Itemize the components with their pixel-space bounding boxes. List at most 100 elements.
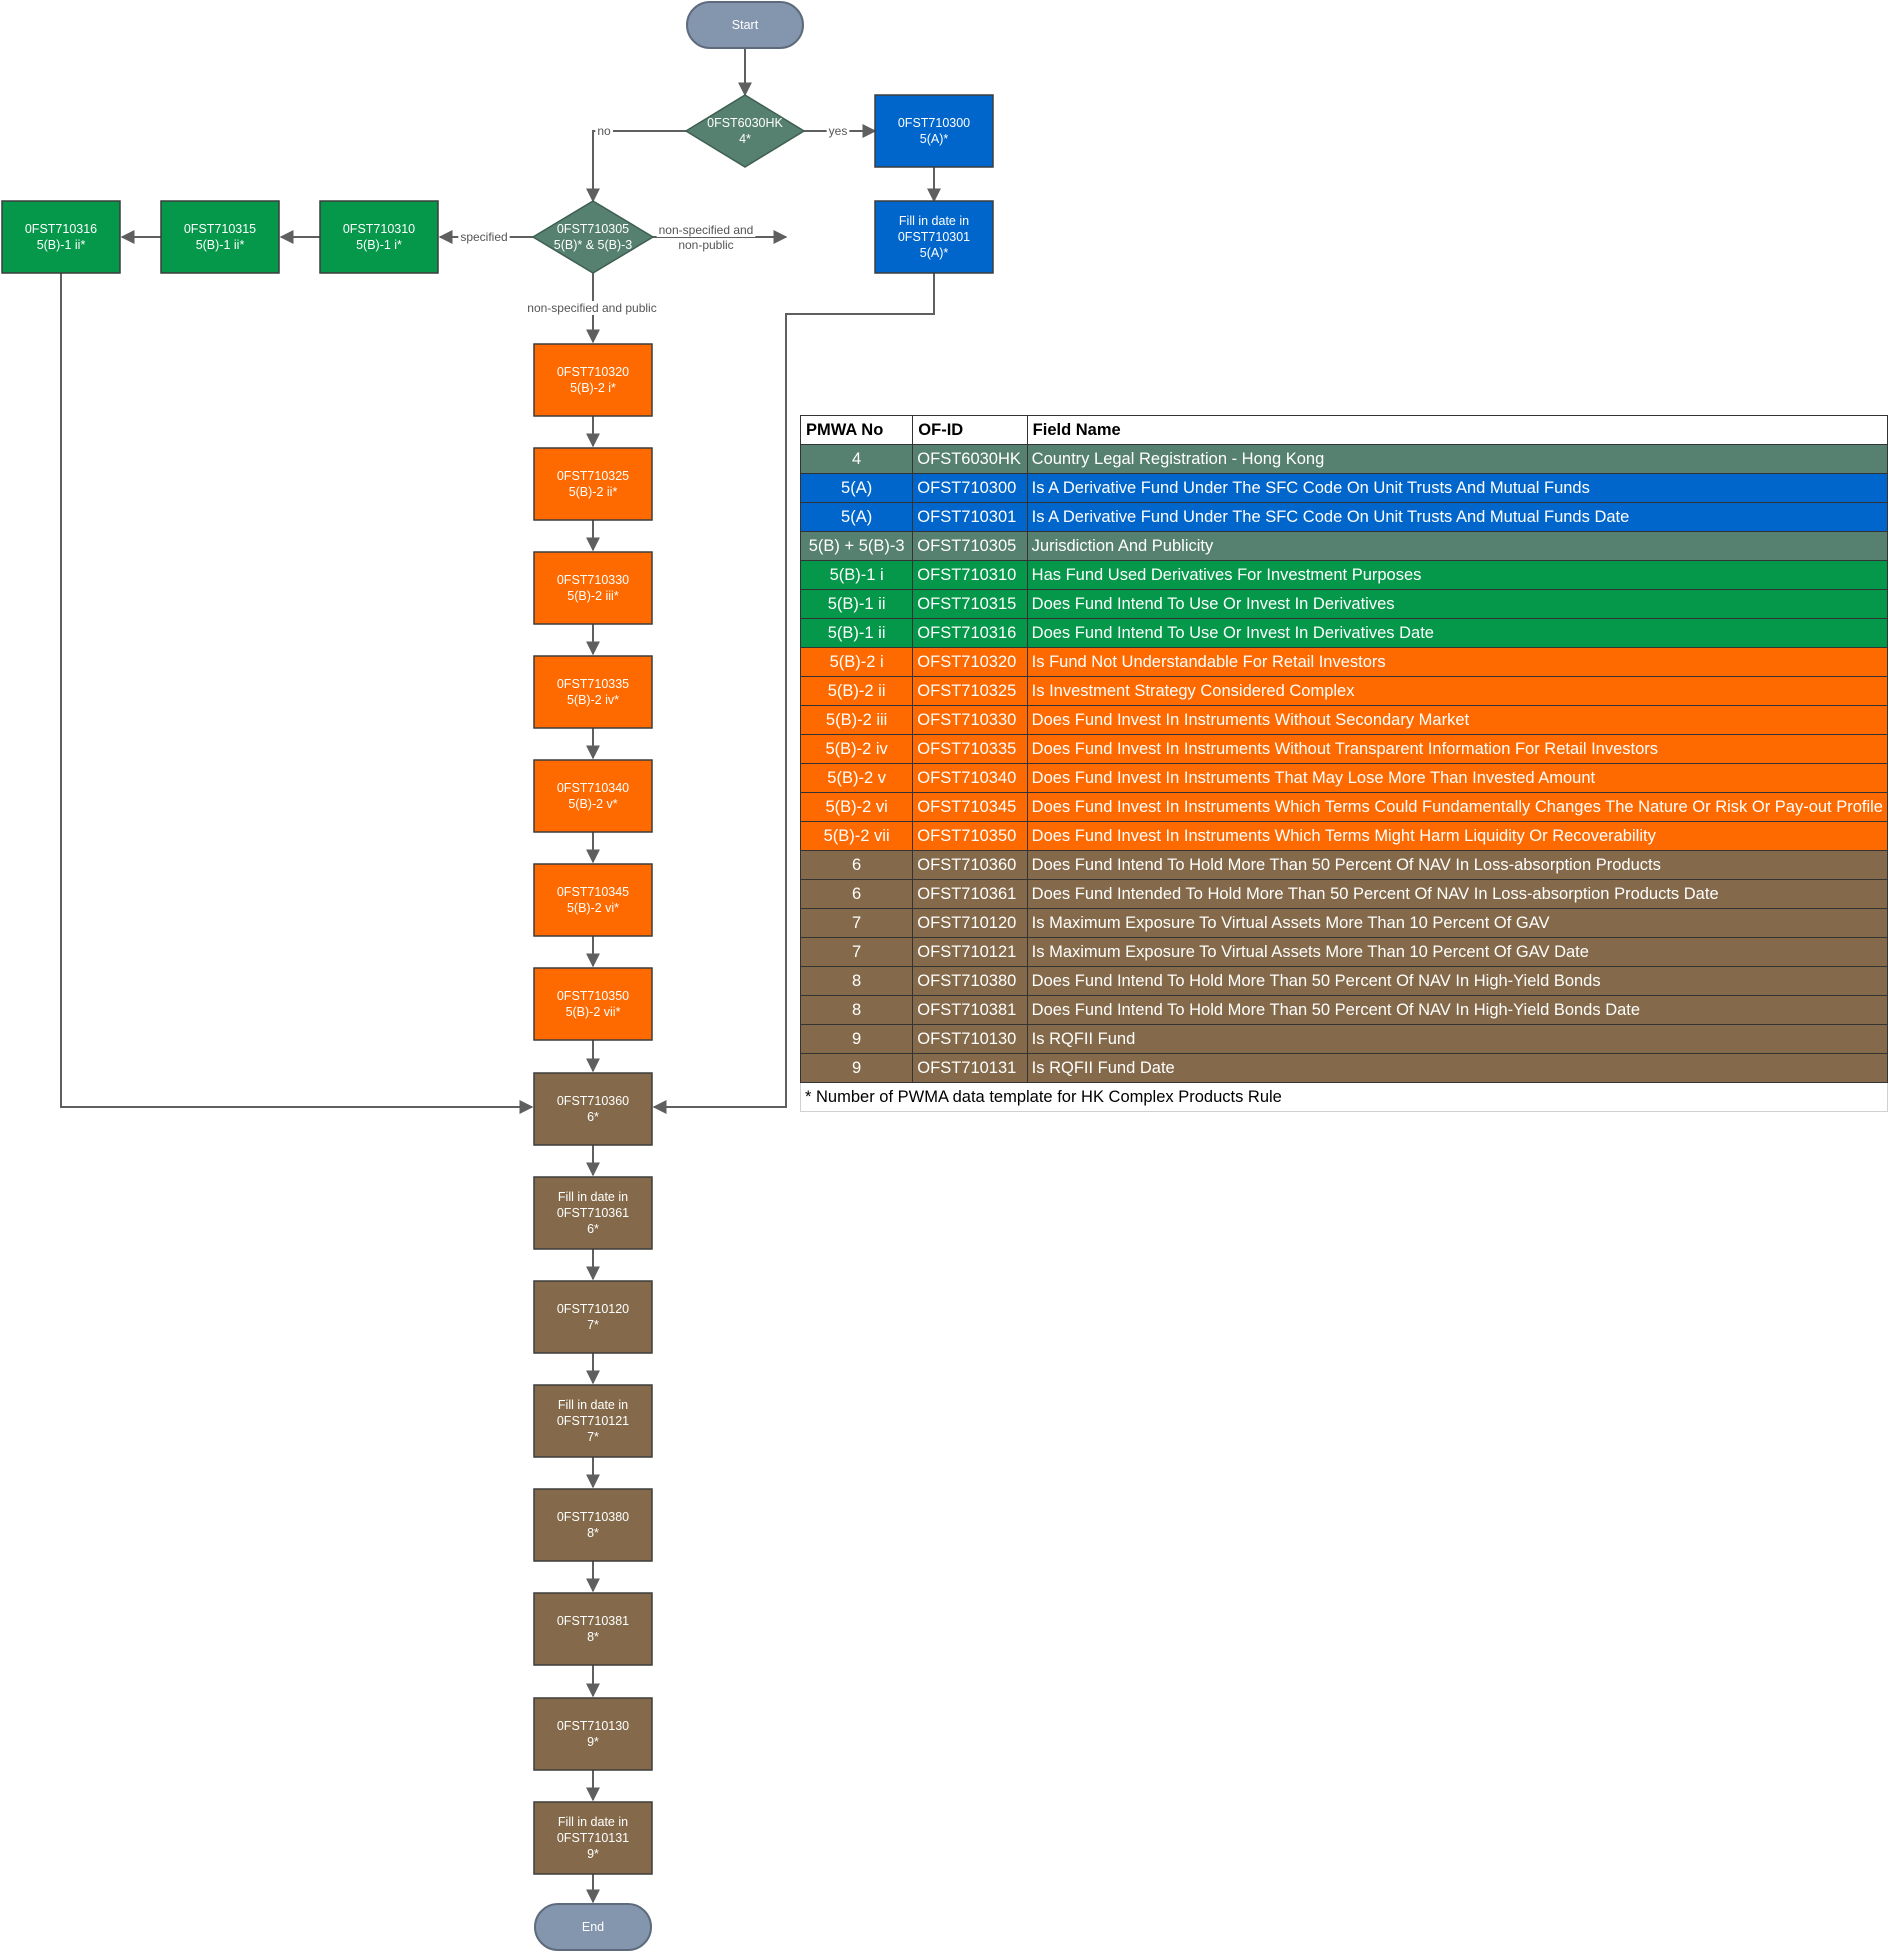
node-o330-label: 5(B)-2 iii* (567, 589, 619, 603)
node-o325-label: 0FST710325 (557, 469, 629, 483)
end-terminal: End (534, 1903, 652, 1951)
legend-of-id: OFST710345 (912, 792, 1028, 822)
node-n121-label: Fill in date in (558, 1398, 628, 1412)
legend-field-name: Is RQFII Fund (1026, 1024, 1889, 1054)
node-o345-shape (533, 863, 653, 937)
node-n131-label: 0FST710131 (557, 1831, 629, 1845)
legend-field-name: Country Legal Registration - Hong Kong (1026, 444, 1889, 474)
node-n360-label: 0FST710360 (557, 1094, 629, 1108)
legend-footnote-row: * Number of PWMA data template for HK Co… (800, 1082, 1888, 1112)
node-g315: 0FST710315 5(B)-1 ii* (160, 200, 280, 274)
node-g310-label: 0FST710310 (343, 222, 415, 236)
legend-pmwa-no: 5(B)-2 vii (799, 821, 914, 851)
legend-pmwa-no: 9 (799, 1024, 914, 1054)
edge-label-yes-text: yes (829, 124, 848, 138)
legend-of-id: OFST710130 (912, 1024, 1028, 1054)
node-o350-label: 5(B)-2 vii* (566, 1005, 621, 1019)
decision-d2-label: 0FST710305 (557, 222, 629, 236)
node-n120-label: 7* (587, 1318, 599, 1332)
node-n131-label: 9* (587, 1847, 599, 1861)
node-g315-label: 0FST710315 (184, 222, 256, 236)
edge-label-nonpublic-backing (656, 223, 756, 237)
edge-label-yes: yes (826, 124, 850, 138)
edge-label-specified: specified (458, 230, 510, 244)
edge-label-specified-backing (458, 230, 510, 244)
node-n361-label: 0FST710361 (557, 1206, 629, 1220)
legend-pmwa-no: 5(B)-2 ii (799, 676, 914, 706)
legend-field-name: Is A Derivative Fund Under The SFC Code … (1026, 473, 1889, 503)
decision-d1-label: 4* (739, 132, 751, 146)
legend-of-id: OFST710380 (912, 966, 1028, 996)
start-terminal-shape (686, 1, 804, 49)
decision-d1-label: 0FST6030HK (707, 116, 783, 130)
legend-of-id: OFST710320 (912, 647, 1028, 677)
legend-of-id: OFST710381 (912, 995, 1028, 1025)
edge-label-no-text: no (597, 124, 611, 138)
legend-field-name: Does Fund Intend To Use Or Invest In Der… (1026, 589, 1889, 619)
legend-pmwa-no: 5(B) + 5(B)-3 (799, 531, 914, 561)
start-terminal-label: Start (732, 18, 759, 32)
node-n361-label: Fill in date in (558, 1190, 628, 1204)
header-field-name: Field Name (1026, 415, 1889, 445)
node-o335-label: 0FST710335 (557, 677, 629, 691)
legend-field-name: Does Fund Invest In Instruments Which Te… (1026, 821, 1889, 851)
node-g315-label: 5(B)-1 ii* (196, 238, 245, 252)
legend-of-id: OFST710340 (912, 763, 1028, 793)
legend-of-id: OFST710315 (912, 589, 1028, 619)
header-pmwa-no: PMWA No (799, 415, 914, 445)
legend-pmwa-no: 5(B)-2 iv (799, 734, 914, 764)
edge-d1-no (586, 130, 686, 203)
legend-of-id: OFST710350 (912, 821, 1028, 851)
legend-of-id: OFST710325 (912, 676, 1028, 706)
legend-pmwa-no: 5(B)-1 ii (799, 618, 914, 648)
node-o340-label: 0FST710340 (557, 781, 629, 795)
node-n121-label: 7* (587, 1430, 599, 1444)
legend-pmwa-no: 5(A) (799, 473, 914, 503)
legend-pmwa-no: 5(B)-2 vi (799, 792, 914, 822)
legend-field-name: Is Fund Not Understandable For Retail In… (1026, 647, 1889, 677)
node-n130-shape (533, 1697, 653, 1771)
node-o350-shape (533, 967, 653, 1041)
edge-label-no: no (595, 124, 613, 138)
legend-pmwa-no: 5(B)-1 i (799, 560, 914, 590)
node-o330-shape (533, 551, 653, 625)
node-g316-shape (1, 200, 121, 274)
legend-pmwa-no: 8 (799, 966, 914, 996)
node-g316-label: 5(B)-1 ii* (37, 238, 86, 252)
decision-d1: 0FST6030HK 4* (684, 94, 806, 168)
legend-field-name: Is Maximum Exposure To Virtual Assets Mo… (1026, 908, 1889, 938)
node-o335-shape (533, 655, 653, 729)
legend-pmwa-no: 5(B)-2 iii (799, 705, 914, 735)
node-b1-shape (874, 94, 994, 168)
decision-d2-shape (531, 200, 655, 274)
node-o340-shape (533, 759, 653, 833)
node-o325-label: 5(B)-2 ii* (569, 485, 618, 499)
edge-g316-n360 (60, 273, 534, 1114)
legend-of-id: OFST710335 (912, 734, 1028, 764)
end-terminal-shape (534, 1903, 652, 1951)
legend-field-name: Does Fund Intended To Hold More Than 50 … (1026, 879, 1889, 909)
node-b2-label: Fill in date in (899, 214, 969, 228)
decision-d2-label: 5(B)* & 5(B)-3 (554, 238, 633, 252)
